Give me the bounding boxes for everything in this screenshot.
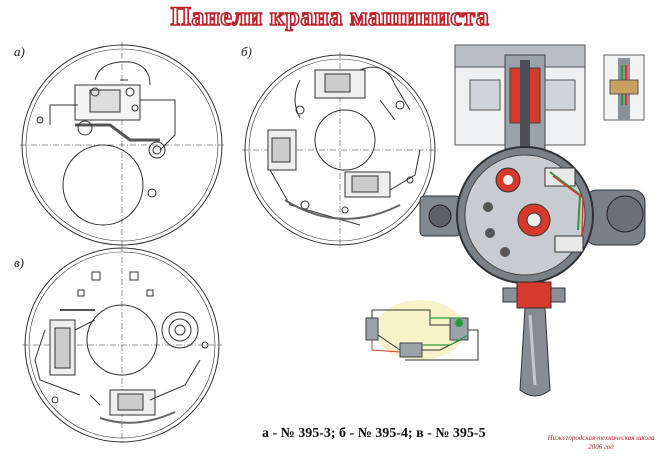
- page-title: Панели крана машиниста: [170, 1, 490, 32]
- contact-detail: [603, 54, 645, 121]
- figure-caption: а - № 395-3; б - № 395-4; в - № 395-5: [262, 426, 486, 441]
- footnote: Нижегородская техническая школа 2006 год: [546, 434, 656, 452]
- panel-a-label: а): [14, 44, 25, 59]
- panel-v-label: в): [14, 255, 24, 270]
- footnote-line2: 2006 год: [588, 443, 614, 451]
- panel-v-drawing: [22, 246, 222, 444]
- panel-b-label: б): [241, 44, 252, 59]
- panel-a-drawing: [20, 42, 225, 248]
- cross-section-detail: [454, 44, 586, 151]
- footnote-line1: Нижегородская техническая школа: [547, 434, 655, 442]
- panel-b-drawing: [242, 52, 438, 248]
- crane-assembly: [419, 146, 646, 397]
- wiring-schematic: [365, 300, 479, 361]
